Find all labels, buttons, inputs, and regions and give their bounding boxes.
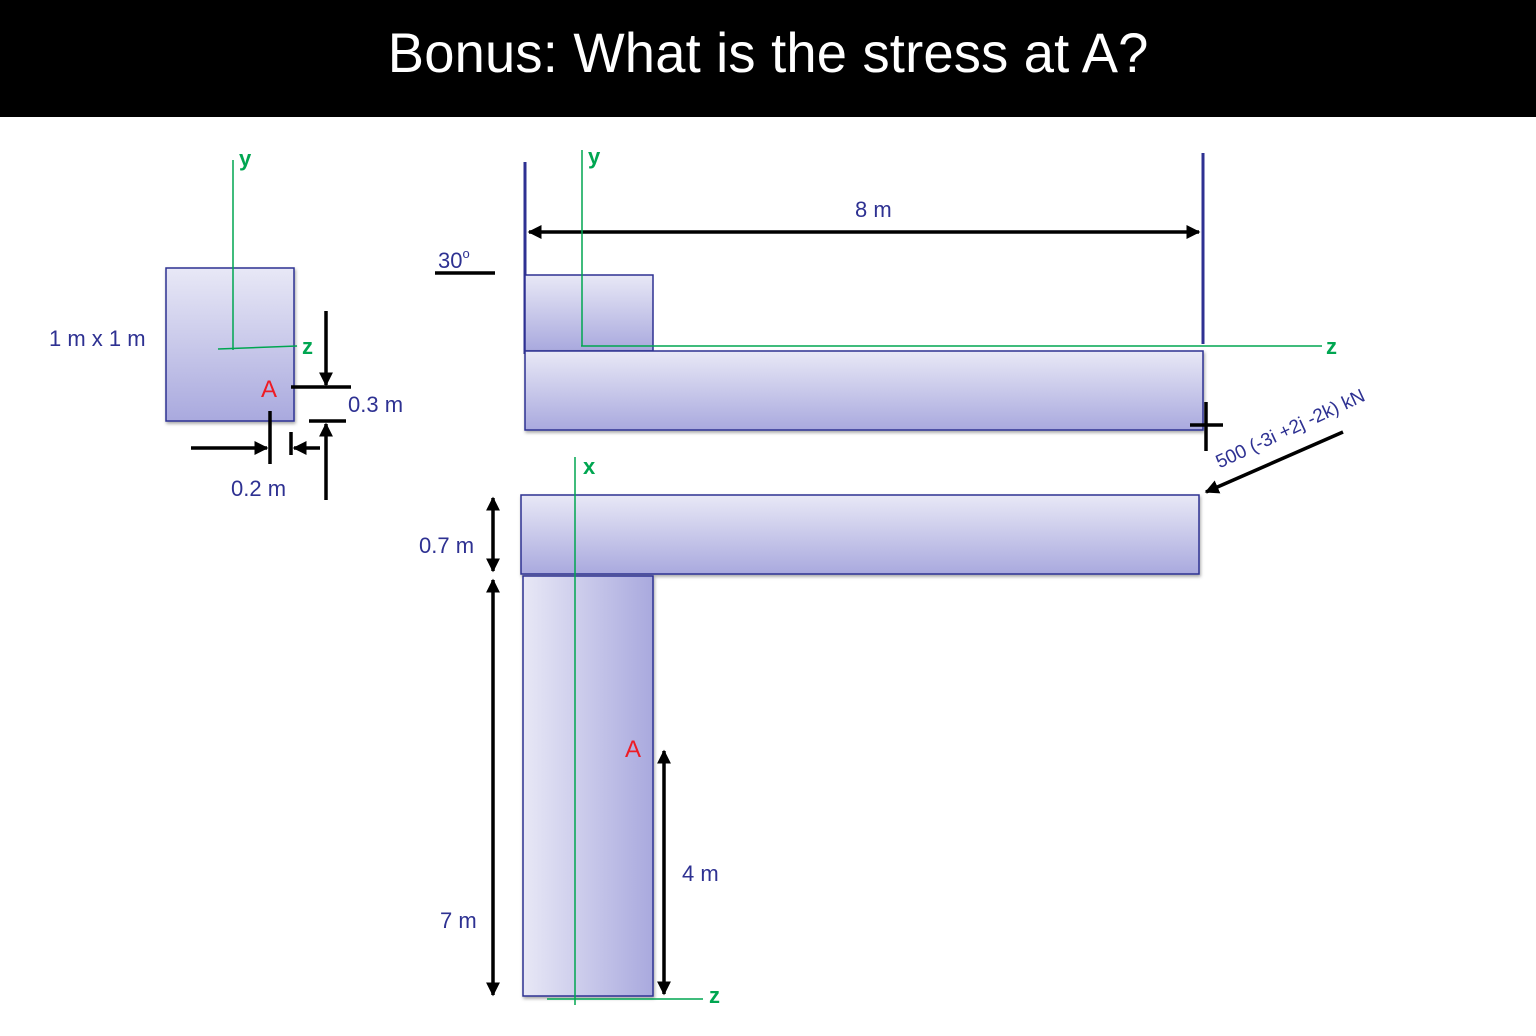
dim-0.2m-label: 0.2 m <box>231 476 287 501</box>
slide-title-bar: Bonus: What is the stress at A? <box>0 0 1536 117</box>
degree-symbol: o <box>462 246 470 261</box>
cross-section-point-a-label: A <box>261 376 278 403</box>
side-view-point-a-label: A <box>625 736 642 763</box>
dim-0.7m-label: 0.7 m <box>419 533 475 558</box>
cross-section-square <box>165 267 295 422</box>
dim-7m-label: 7 m <box>440 908 477 933</box>
side-view-beam <box>520 494 1200 575</box>
force-arrow <box>1204 430 1344 494</box>
cross-section-z-axis <box>217 345 298 350</box>
cross-section <box>165 160 351 500</box>
top-view-beam <box>524 350 1204 431</box>
slide-title: Bonus: What is the stress at A? <box>387 21 1149 84</box>
top-view-y-axis-label: y <box>588 144 601 169</box>
cross-section-size-label: 1 m x 1 m <box>49 326 146 351</box>
dim-4m-label: 4 m <box>682 861 719 886</box>
cross-section-z-axis-label: z <box>302 334 313 359</box>
cross-section-y-axis-label: y <box>239 146 252 171</box>
top-view-column-block <box>524 274 654 352</box>
dim-8m-label: 8 m <box>855 197 892 222</box>
side-view <box>486 457 1200 1005</box>
angle-label: 30o <box>438 246 470 274</box>
side-view-z-axis-label: z <box>709 983 720 1008</box>
dim-0.3m-label: 0.3 m <box>348 392 404 417</box>
top-view-z-axis-label: z <box>1326 334 1337 359</box>
top-view <box>435 150 1344 494</box>
side-view-x-axis-label: x <box>583 454 596 479</box>
side-view-column <box>522 575 654 997</box>
angle-value: 30 <box>438 248 463 273</box>
